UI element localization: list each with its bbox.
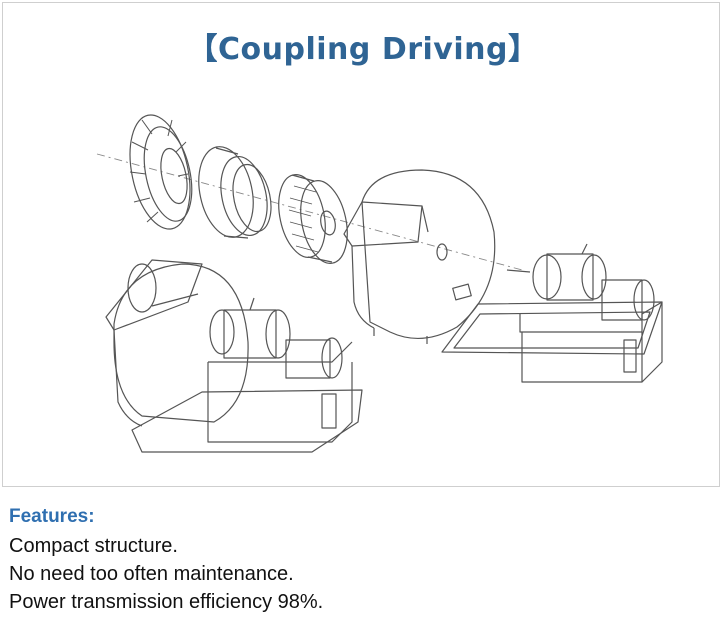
inlet-flange-ring xyxy=(129,114,193,230)
exploded-axis-line xyxy=(96,153,523,271)
diagram-frame xyxy=(2,2,720,487)
diagram-title: 【Coupling Driving】 xyxy=(0,24,726,68)
features-heading: Features: xyxy=(9,506,95,527)
volute-housing-left xyxy=(105,259,249,427)
motor-assembly-left xyxy=(131,297,363,453)
title-left-bracket: 【 xyxy=(187,32,219,67)
title-text: Coupling Driving xyxy=(218,32,508,67)
motor-assembly-right xyxy=(441,243,663,383)
volute-housing-right xyxy=(343,169,496,344)
features-section: Features: Compact structure. No need too… xyxy=(9,506,709,616)
feature-item: Power transmission efficiency 98%. xyxy=(9,591,324,613)
fan-assembly-drawing xyxy=(96,114,663,453)
title-right-bracket: 】 xyxy=(507,32,539,67)
collector-ring xyxy=(198,146,272,239)
feature-item: Compact structure. xyxy=(9,535,178,557)
feature-item: No need too often maintenance. xyxy=(9,563,294,585)
impeller xyxy=(278,174,348,264)
